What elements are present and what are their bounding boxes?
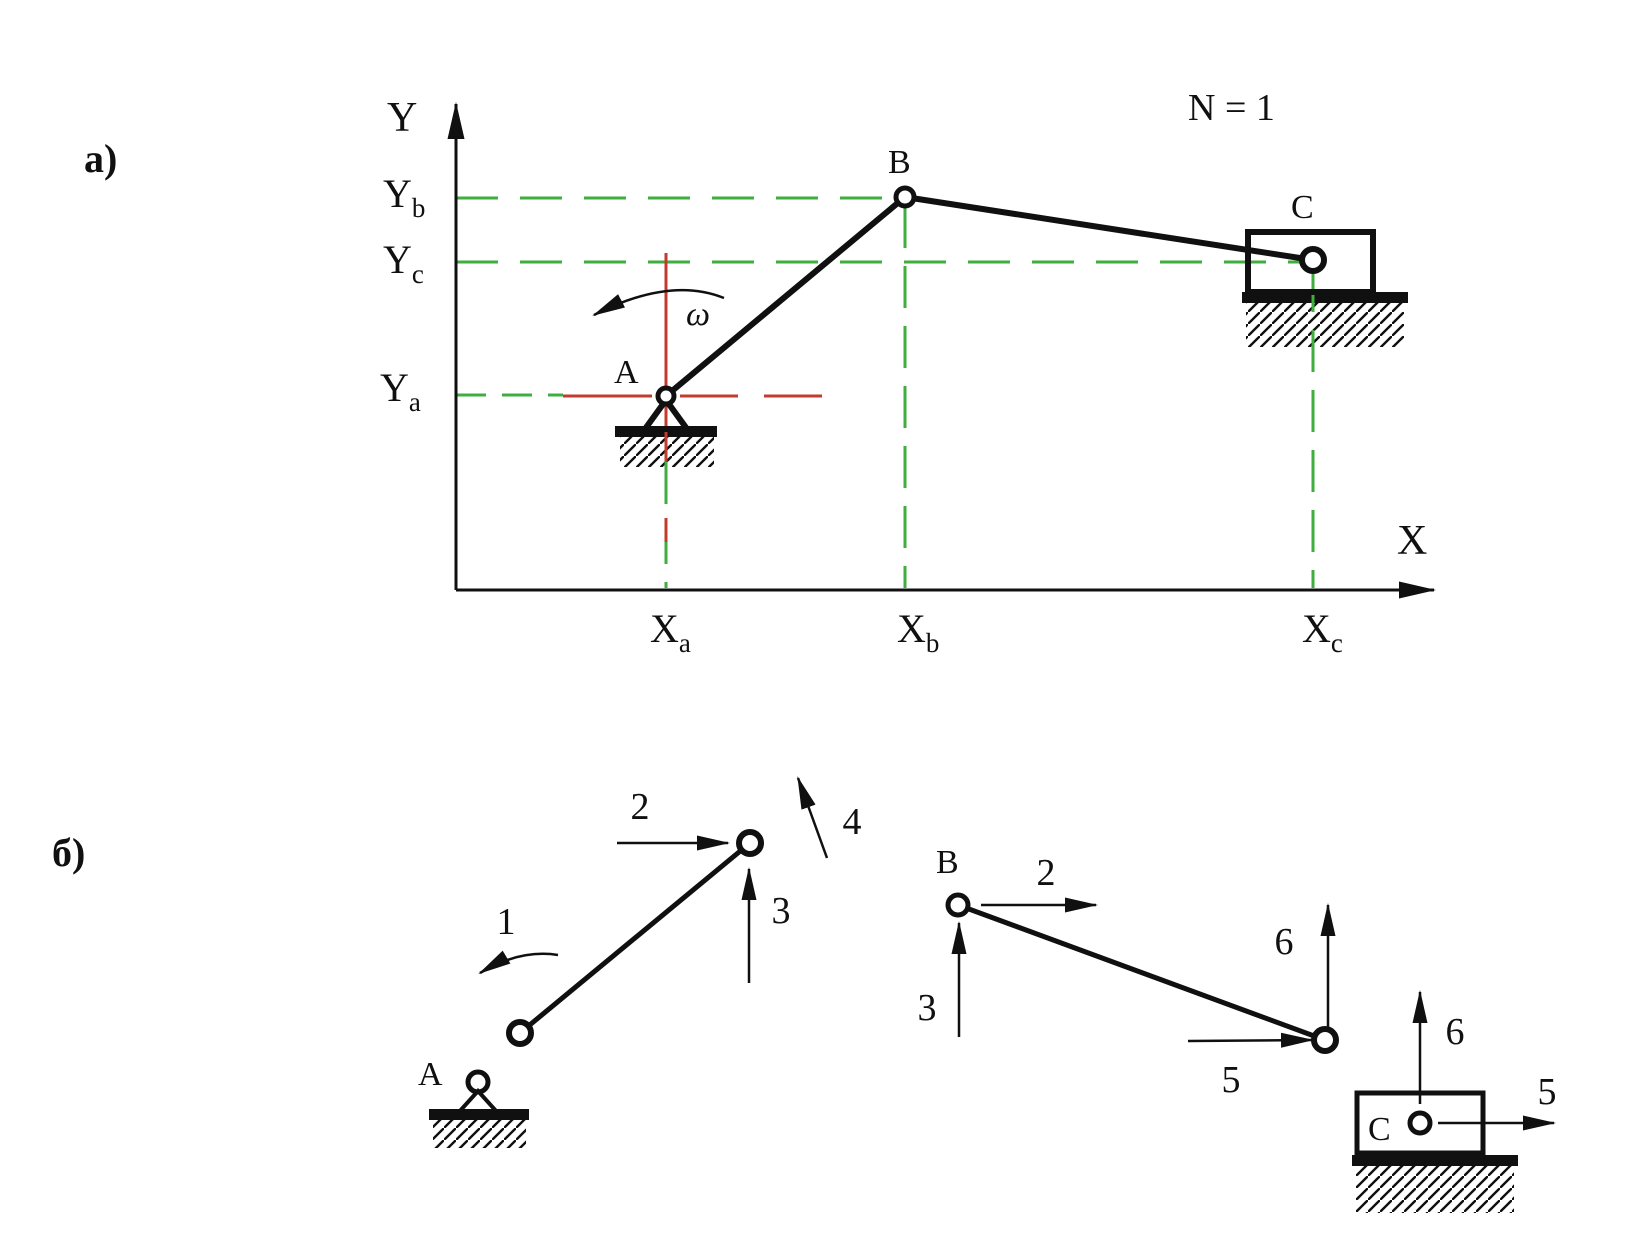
crank-point-a-label: A <box>418 1056 443 1093</box>
crank-lower-joint <box>506 1019 534 1047</box>
crank-upper-joint <box>736 829 764 857</box>
arrow-4-label: 4 <box>843 801 862 843</box>
arrow-6-slider-label: 6 <box>1446 1011 1465 1053</box>
point-b-label: B <box>888 144 911 181</box>
slider-c2-pin <box>1407 1110 1433 1136</box>
label-xa: Xa <box>650 606 691 658</box>
arrow-2-rod-label: 2 <box>1037 852 1056 894</box>
rod-joint-b <box>945 892 971 918</box>
rod-bc <box>904 194 1314 263</box>
pivot-a-triangle <box>454 1088 502 1114</box>
crank-ab <box>664 194 907 399</box>
pin-c <box>1299 246 1327 274</box>
rod-joint-c <box>1311 1026 1339 1054</box>
label-ya: Ya <box>380 365 421 417</box>
pin-a <box>655 385 677 407</box>
ground-hatch-c2 <box>1356 1166 1514 1213</box>
arrow-5-rod <box>1187 1032 1314 1048</box>
arrow-1 <box>478 950 559 975</box>
omega-arrow <box>592 288 725 317</box>
ground-bar-a2 <box>429 1109 529 1120</box>
pin-b <box>893 185 917 209</box>
ground-bar-c <box>1242 292 1408 303</box>
slider-c-outline <box>1245 229 1376 295</box>
label-xb: Xb <box>897 606 939 658</box>
ground-hatch-a2 <box>433 1120 526 1148</box>
crank-link <box>518 841 752 1035</box>
arrow-6-rod-label: 6 <box>1275 921 1294 963</box>
arrow-1-label: 1 <box>497 901 516 943</box>
ground-hatch-c <box>1246 303 1404 347</box>
panel-b-label: б) <box>52 830 85 875</box>
point-a-label: A <box>614 354 639 391</box>
point-c-label: C <box>1291 189 1314 226</box>
label-yb: Yb <box>383 171 425 223</box>
arrow-3-crank-label: 3 <box>772 890 791 932</box>
label-yc: Yc <box>383 237 424 289</box>
rod-link <box>957 902 1326 1043</box>
support-a-triangle <box>639 394 693 432</box>
label-xc: Xc <box>1302 606 1343 658</box>
y-axis-label: Y <box>387 95 417 141</box>
arrow-5-rod-label: 5 <box>1222 1059 1241 1101</box>
panel-a-label: a) <box>84 136 117 181</box>
ground-bar-c2 <box>1352 1155 1518 1166</box>
x-axis-label: X <box>1397 518 1427 564</box>
omega-label: ω <box>686 296 710 333</box>
annotation-n1: N = 1 <box>1188 87 1275 129</box>
arrow-2-crank-label: 2 <box>631 786 650 828</box>
arrow-5-slider-label: 5 <box>1538 1071 1557 1113</box>
arrow-4 <box>796 776 829 859</box>
rod-point-b-label: B <box>936 844 959 881</box>
arrow-3-rod-label: 3 <box>918 987 937 1029</box>
rod-point-c-label: C <box>1368 1111 1391 1148</box>
